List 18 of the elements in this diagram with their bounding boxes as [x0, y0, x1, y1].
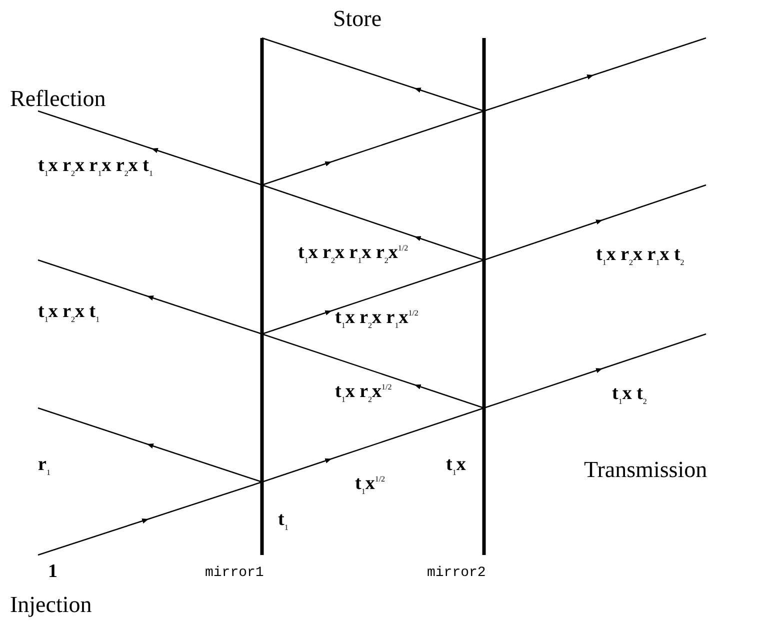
- formula: t$_{1}$x t$_{2}$: [612, 384, 647, 407]
- heading: Store: [333, 6, 382, 32]
- mirror-label: mirror2: [427, 566, 486, 582]
- formula: t$_{1}$x r$_{2}$x r$_{1}$x t$_{2}$: [596, 245, 684, 268]
- formula: t$_{1}$x r$_{2}$x t$_{1}$: [38, 302, 100, 325]
- heading: Transmission: [584, 457, 708, 482]
- formula: t$_{1}$x r$_{2}$x r$_{1}$x r$_{2}$x t$_{1}$: [38, 156, 153, 179]
- formula: t$_{1}$x r$_{2}$x$^{1/2}$: [335, 382, 392, 405]
- formula: t$_{1}$: [278, 510, 288, 533]
- heading: Reflection: [10, 86, 106, 112]
- formula: t$_{1}$x: [446, 455, 466, 478]
- formula: t$_{1}$x r$_{2}$x r$_{1}$x r$_{2}$x$^{1/2}$: [298, 243, 408, 266]
- formula: 1: [48, 562, 58, 583]
- formula: t$_{1}$x r$_{2}$x r$_{1}$x$^{1/2}$: [335, 308, 418, 331]
- formula: r$_{1}$: [38, 455, 50, 478]
- formula: t$_{1}$x$^{1/2}$: [355, 474, 386, 497]
- heading: Injection: [10, 592, 92, 618]
- mirror-label: mirror1: [205, 566, 264, 582]
